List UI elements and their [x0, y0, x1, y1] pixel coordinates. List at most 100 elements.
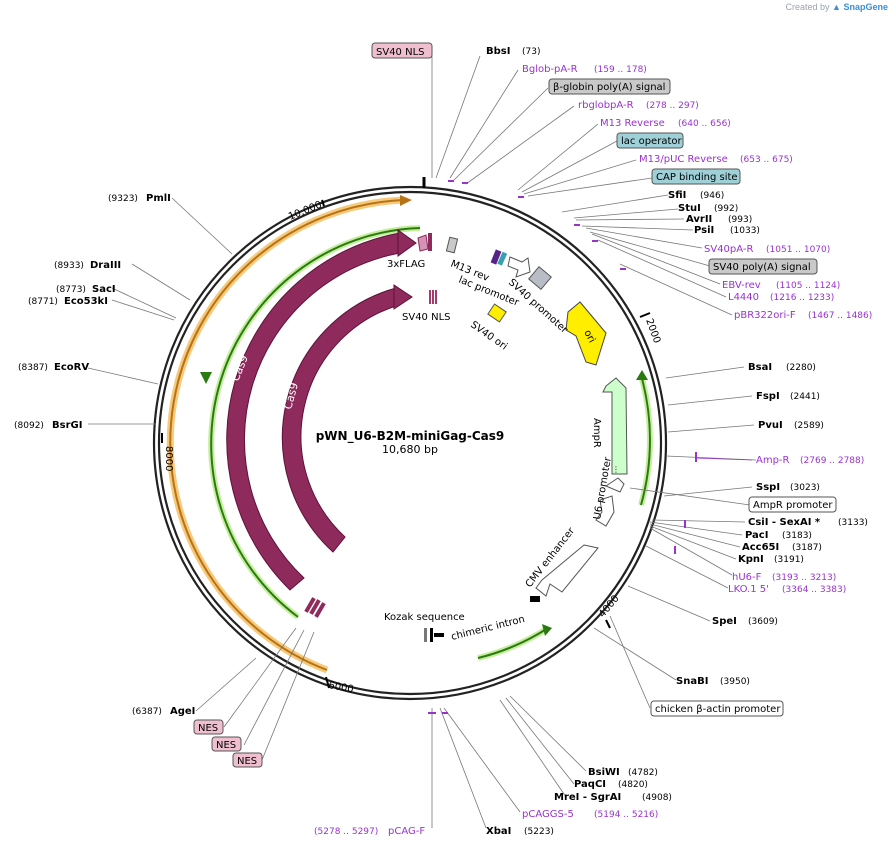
psii-name: PsiI — [694, 225, 714, 236]
tick-10000 — [321, 199, 325, 207]
fspi-name: FspI — [756, 391, 780, 402]
tick-4000 — [605, 619, 611, 629]
pcag-f-pos: (5278 .. 5297) — [314, 827, 378, 837]
bglob-pos: (159 .. 178) — [594, 65, 647, 75]
bbsi-name: BbsI — [486, 46, 510, 57]
nes-name-2: NES — [216, 740, 236, 751]
lac-operator-name: lac operator — [621, 136, 682, 147]
sv40-polya-name: SV40 poly(A) signal — [713, 262, 811, 273]
nes-mark-3 — [314, 602, 326, 618]
kozak-mark — [530, 596, 540, 602]
plasmid-length: 10,680 bp — [382, 443, 438, 456]
paci-pos: (3183) — [782, 531, 812, 541]
cas9-outer — [226, 232, 401, 591]
sv40-nls-inner-mark3 — [435, 290, 437, 304]
green-bottom — [477, 627, 549, 659]
lac-promoter-arrow — [507, 256, 531, 278]
l4440-pos: (1216 .. 1233) — [770, 293, 834, 303]
beta-globin-box — [548, 78, 671, 95]
avrii-pos: (993) — [728, 215, 752, 225]
nes-mark-2 — [309, 599, 321, 615]
nes-box-3 — [232, 752, 263, 768]
cap-box — [651, 168, 741, 185]
sv40-nls-inner-mark2 — [432, 290, 434, 304]
sv40-nls-inner-mark1 — [429, 290, 431, 304]
saci-name: SacI — [92, 284, 116, 295]
lko-name: LKO.1 5' — [728, 584, 769, 595]
chicken-actin-name: chicken β-actin promoter — [655, 704, 781, 715]
pcag-f-name: pCAG-F — [388, 826, 425, 837]
mrei-name: MreI - SgrAI — [554, 792, 621, 803]
eco53ki-pos: (8771) — [28, 297, 58, 307]
amp-r-name: Amp-R — [756, 455, 790, 466]
paci-name: PacI — [745, 530, 768, 541]
snabi-name: SnaBI — [676, 676, 708, 687]
nes-box-2 — [211, 736, 242, 752]
eco53ki-name: Eco53kI — [64, 296, 108, 307]
bbsi-pos: (73) — [522, 47, 540, 57]
ori-label: ori — [581, 328, 597, 345]
chicken-actin-box — [650, 700, 784, 717]
leader-lines — [87, 55, 757, 829]
plasmid-name: pWN_U6-B2M-miniGag-Cas9 — [316, 429, 505, 444]
m13-reverse-name: M13 Reverse — [600, 118, 665, 129]
backbone-inner — [157, 190, 663, 696]
sv40-ori-mark — [487, 303, 507, 323]
hu6-f-name: hU6-F — [732, 572, 762, 583]
green-right — [640, 374, 651, 506]
beta-globin-name: β-globin poly(A) signal — [553, 82, 665, 93]
kozak-label: Kozak sequence — [384, 612, 465, 623]
credit: Created by ▲ SnapGene — [786, 2, 889, 12]
acc65i-name: Acc65I — [742, 542, 779, 553]
lac-operator-mark — [490, 249, 502, 265]
agei-pos: (6387) — [132, 707, 162, 717]
ampr-arrow — [602, 377, 628, 475]
pbr322-name: pBR322ori-F — [734, 310, 796, 321]
paqci-name: PaqCI — [574, 779, 606, 790]
fspi-pos: (2441) — [790, 392, 820, 402]
site-labels: SV40 NLS BbsI (73) Bglob-pA-R (159 .. 17… — [14, 42, 872, 837]
avrii-name: AvrII — [686, 214, 712, 225]
bsai-pos: (2280) — [786, 363, 816, 373]
cas9-inner-arrowhead — [393, 284, 413, 310]
sv40-nls-mark — [417, 234, 429, 252]
credit-brand: SnapGene — [843, 2, 888, 12]
snabi-pos: (3950) — [720, 677, 750, 687]
nes-name-3: NES — [237, 756, 257, 767]
lac-operator-box — [616, 132, 684, 149]
intron-mark-1 — [424, 628, 427, 642]
orange-feature-arrow — [400, 195, 412, 206]
sv40-nls-feature-label: SV40 NLS — [402, 312, 451, 323]
ecorv-name: EcoRV — [54, 362, 89, 373]
cmv-enhancer-arrow — [535, 544, 599, 597]
ecorv-pos: (8387) — [18, 363, 48, 373]
pmli-pos: (9323) — [108, 194, 138, 204]
l4440-name: L4440 — [728, 292, 759, 303]
u6-promoter-arrow — [595, 495, 615, 527]
cap-site-mark — [497, 251, 508, 266]
green-feature-arrow — [200, 372, 212, 384]
pvui-pos: (2589) — [794, 421, 824, 431]
rbglob-pos: (278 .. 297) — [646, 101, 699, 111]
sv40-polya-box — [708, 258, 818, 275]
snapgene-logo-icon: ▲ — [832, 2, 841, 12]
ampr-promoter-name: AmpR promoter — [753, 500, 833, 511]
ampr-label: AmpR — [591, 418, 602, 448]
draiii-name: DraIII — [90, 260, 121, 271]
m13rev-mark — [445, 236, 459, 254]
amp-r-leader — [694, 457, 753, 461]
pmli-name: PmlI — [146, 193, 171, 204]
bglob-name: Bglob-pA-R — [522, 64, 578, 75]
stui-pos: (992) — [714, 204, 738, 214]
kpni-name: KpnI — [738, 554, 764, 565]
rbglob-name: rbglobpA-R — [578, 100, 634, 111]
ampr-dots: ⋮ — [612, 465, 620, 474]
bsai-name: BsaI — [748, 362, 772, 373]
spei-pos: (3609) — [748, 617, 778, 627]
ruler-6000: 6000 — [327, 680, 354, 695]
ampr-promoter-box — [748, 496, 837, 513]
backbone-outer — [152, 185, 668, 701]
green-right-arrow — [636, 370, 648, 380]
paqci-pos: (4820) — [618, 780, 648, 790]
lko-pos: (3364 .. 3383) — [782, 585, 846, 595]
